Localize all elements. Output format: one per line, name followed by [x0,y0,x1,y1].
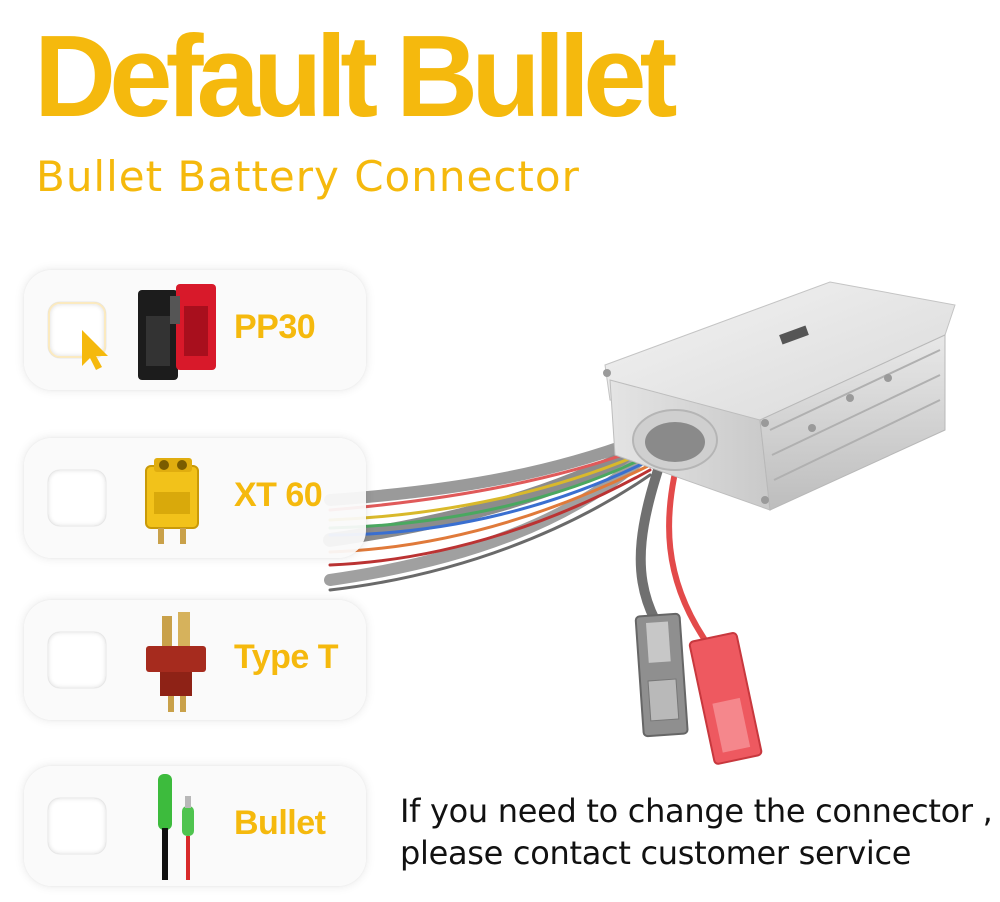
option-label-bullet: Bullet [234,804,326,842]
option-pp30[interactable]: PP30 [24,270,366,390]
cursor-arrow-icon [82,330,108,370]
option-label-xt60: XT 60 [234,476,323,514]
xt60-connector-icon [145,458,199,544]
checkbox-xt60[interactable] [48,470,106,526]
page-subtitle: Bullet Battery Connector [36,152,580,201]
option-label-pp30: PP30 [234,308,316,346]
pp30-connector-icon [138,284,216,380]
checkbox-type-t[interactable] [48,632,106,688]
bullet-connector-icon [158,774,194,880]
notice-line-2: please contact customer service [400,834,912,872]
checkbox-bullet[interactable] [48,798,106,854]
notice-line-1: If you need to change the connector , [400,792,993,830]
option-label-type-t: Type T [234,638,339,676]
page-title: Default Bullet [34,11,677,141]
type-t-connector-icon [146,612,206,712]
option-type-t[interactable]: Type T [24,600,366,720]
customer-service-notice: If you need to change the connector , pl… [400,790,993,874]
checkbox-pp30[interactable] [48,302,108,370]
option-xt60[interactable]: XT 60 [24,438,366,558]
option-bullet[interactable]: Bullet [24,766,366,886]
